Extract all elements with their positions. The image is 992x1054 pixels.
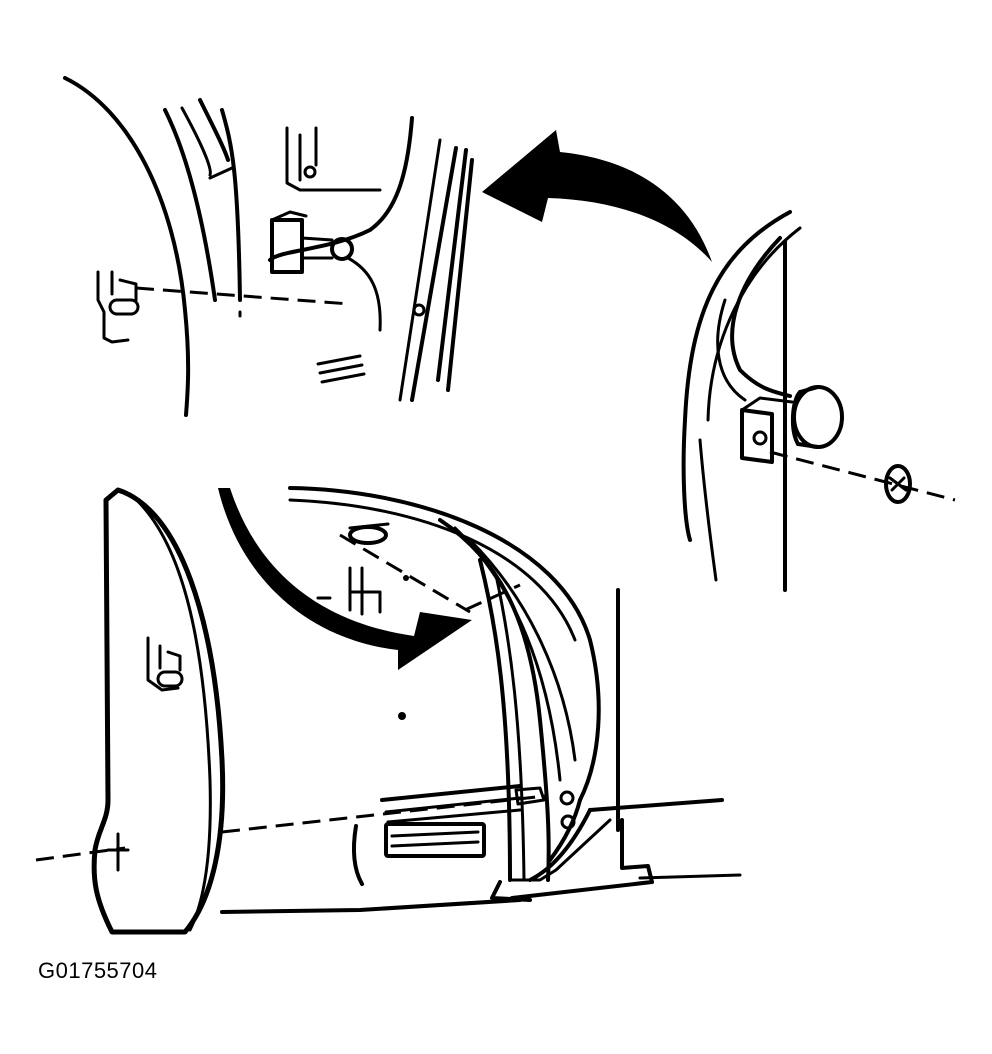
wheelhouse-liner-view xyxy=(35,486,742,935)
figure-id-label: G01755704 xyxy=(38,958,158,983)
curved-arrow-left-icon xyxy=(482,130,712,262)
hinge-stop-detail-view xyxy=(681,210,956,592)
upper-body-panel-view xyxy=(63,76,474,417)
curved-arrow-right-icon xyxy=(218,488,472,670)
